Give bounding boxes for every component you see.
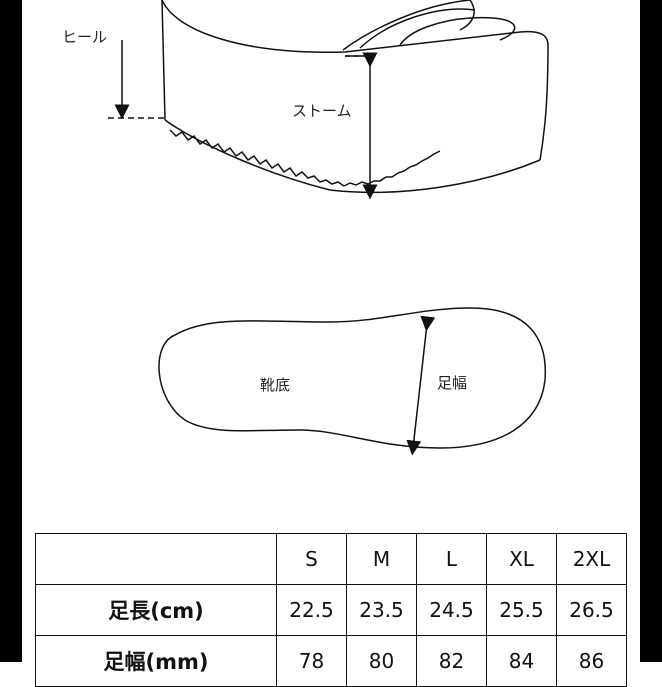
table-corner-cell: [35, 533, 277, 585]
foot-width-label: 足幅: [437, 374, 467, 392]
sandal-diagram: ヒール ストーム 靴底 足幅: [62, 0, 549, 456]
size-col-2xl: 2XL: [556, 533, 627, 585]
foot-width-s: 78: [276, 635, 347, 687]
foot-length-2xl: 26.5: [556, 584, 627, 636]
heel-back: [161, 0, 166, 121]
table-row-foot-width: 足幅(mm) 78 80 82 84 86: [35, 635, 627, 687]
size-col-l: L: [416, 533, 487, 585]
left-black-border: [0, 0, 22, 662]
row-label-foot-length: 足長(cm): [35, 584, 277, 636]
foot-width-dimension: 足幅: [406, 315, 467, 456]
shoe-side-view: [161, 0, 549, 194]
platform-bottom: [164, 119, 541, 194]
size-col-m: M: [346, 533, 417, 585]
size-header-row: S M L XL 2XL: [35, 533, 627, 585]
foot-length-m: 23.5: [346, 584, 417, 636]
foot-width-m: 80: [346, 635, 417, 687]
platform-front: [539, 44, 549, 161]
platform-label: ストーム: [292, 102, 352, 120]
foot-length-l: 24.5: [416, 584, 487, 636]
foot-width-xl: 84: [486, 635, 557, 687]
foot-width-l: 82: [416, 635, 487, 687]
strap-outline: [342, 0, 516, 51]
size-col-s: S: [276, 533, 347, 585]
heel-dimension: ヒール: [62, 28, 165, 120]
tread-zigzag: [169, 129, 441, 187]
right-black-border: [640, 0, 662, 662]
platform-dimension: ストーム: [292, 52, 378, 200]
table-row-foot-length: 足長(cm) 22.5 23.5 24.5 25.5 26.5: [35, 584, 627, 636]
size-col-xl: XL: [486, 533, 557, 585]
heel-label: ヒール: [62, 28, 107, 46]
size-table: S M L XL 2XL 足長(cm) 22.5 23.5 24.5 25.5 …: [35, 533, 627, 687]
foot-length-xl: 25.5: [486, 584, 557, 636]
sole-outline: 靴底: [158, 307, 547, 449]
foot-length-s: 22.5: [276, 584, 347, 636]
foot-width-2xl: 86: [556, 635, 627, 687]
sole-label: 靴底: [260, 376, 290, 394]
platform-top: [161, 0, 549, 53]
row-label-foot-width: 足幅(mm): [35, 635, 277, 687]
